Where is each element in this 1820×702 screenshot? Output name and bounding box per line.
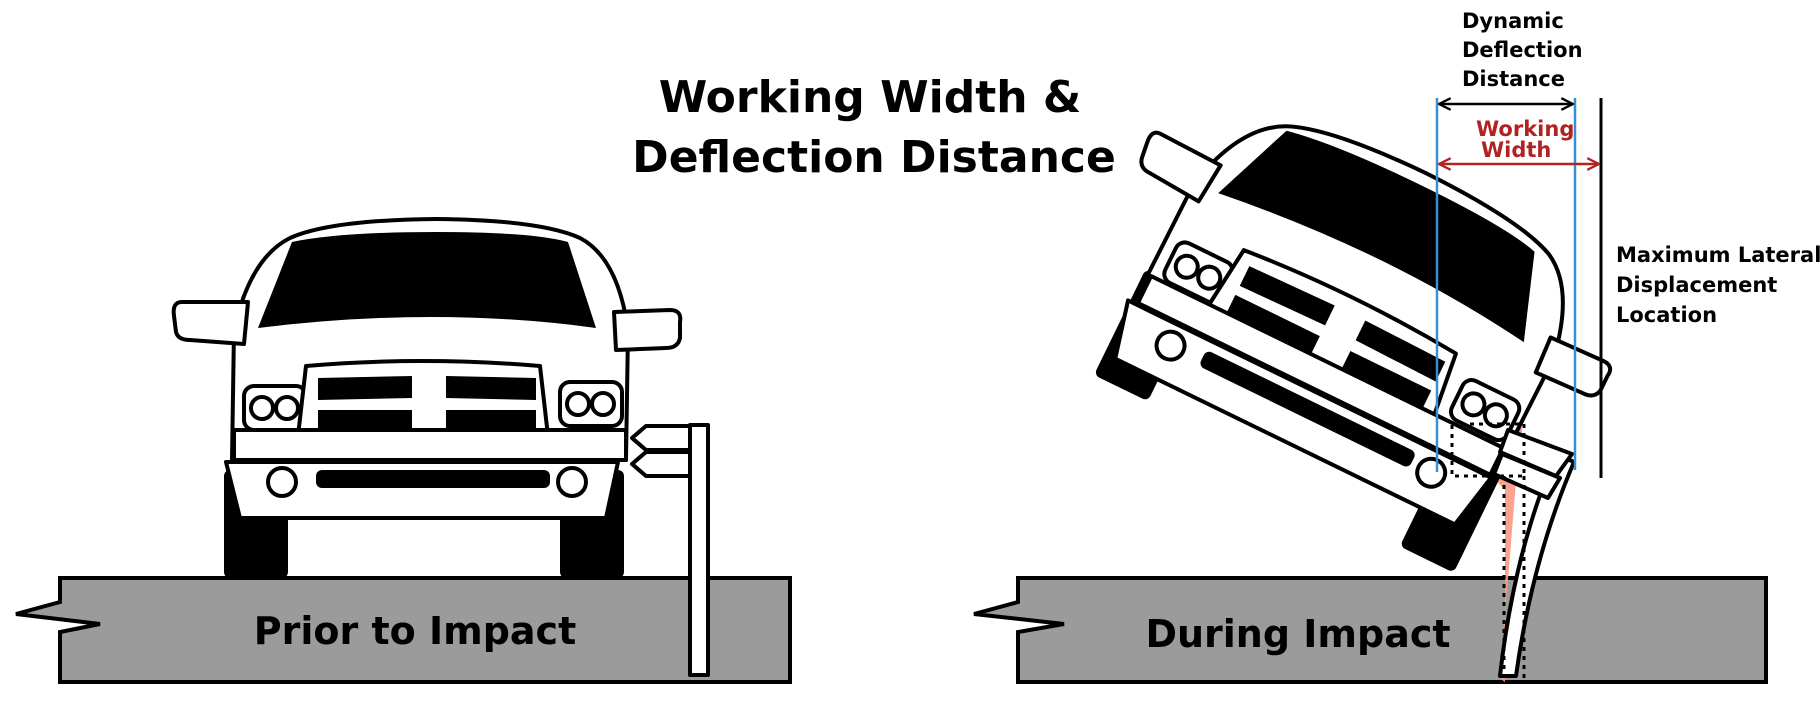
label-prior-to-impact: Prior to Impact (254, 609, 576, 653)
diagram-title: Working Width & Deflection Distance (632, 72, 1116, 183)
pickup-truck-front (171, 217, 683, 578)
working-width-label: Working Width (1476, 117, 1574, 162)
svg-text:Deflection: Deflection (1462, 38, 1583, 62)
original-position-outline (1450, 422, 1526, 680)
panel-prior-to-impact: Prior to Impact (15, 217, 792, 684)
ground-slab-right (973, 576, 1768, 684)
guardrail-undeformed (630, 423, 710, 677)
svg-text:Width: Width (1481, 138, 1551, 162)
svg-text:Distance: Distance (1462, 67, 1565, 91)
mirror-left (171, 300, 250, 346)
title-line-1: Working Width & (659, 72, 1082, 123)
svg-text:Dynamic: Dynamic (1462, 9, 1564, 33)
svg-text:Maximum Lateral: Maximum Lateral (1616, 243, 1820, 267)
mirror-right (612, 308, 683, 352)
panel-during-impact: During Impact (973, 9, 1820, 684)
label-during-impact: During Impact (1145, 612, 1450, 656)
working-width-shading (1460, 430, 1520, 682)
pickup-truck-tilted (1095, 124, 1613, 571)
svg-text:Working: Working (1476, 117, 1574, 141)
svg-text:Displacement: Displacement (1616, 273, 1777, 297)
ground-slab-left (15, 576, 792, 684)
dynamic-deflection-label: Dynamic Deflection Distance (1462, 9, 1583, 91)
svg-text:Location: Location (1616, 303, 1717, 327)
title-line-2: Deflection Distance (632, 132, 1116, 183)
max-lateral-displacement-label: Maximum Lateral Displacement Location (1616, 243, 1820, 327)
